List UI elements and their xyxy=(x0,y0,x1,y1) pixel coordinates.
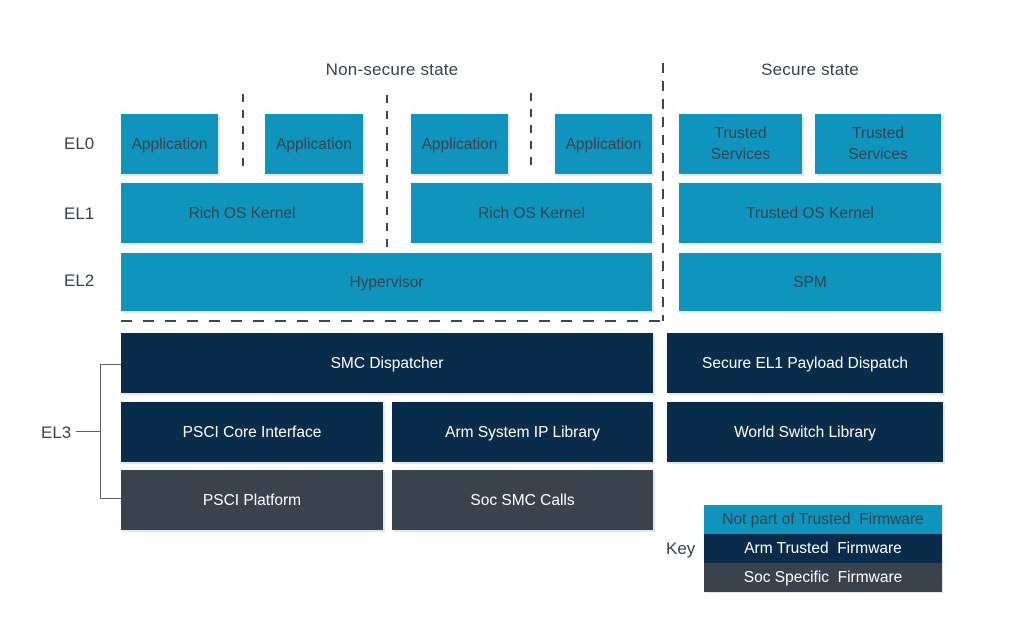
secure-el1-payload-dispatch-box: Secure EL1 Payload Dispatch xyxy=(667,333,943,393)
el3-bracket-vertical-line xyxy=(100,364,101,499)
arm-system-ip-library-box: Arm System IP Library xyxy=(392,402,653,462)
smc-dispatcher-box: SMC Dispatcher xyxy=(121,333,653,393)
dashed-divider-apps-3-4 xyxy=(530,93,532,172)
rich-os-kernel-box-2: Rich OS Kernel xyxy=(411,183,652,243)
trusted-services-box-1: Trusted Services xyxy=(679,114,802,174)
hypervisor-box: Hypervisor xyxy=(121,253,652,311)
el0-label: EL0 xyxy=(64,134,95,153)
application-box-2: Application xyxy=(265,114,363,174)
trusted-services-box-2: Trusted Services xyxy=(815,114,941,174)
key-item-arm-trusted-firmware: Arm Trusted Firmware xyxy=(704,534,942,563)
key-item-soc-specific-firmware: Soc Specific Firmware xyxy=(704,563,942,592)
spm-box: SPM xyxy=(679,253,941,311)
trusted-os-kernel-box: Trusted OS Kernel xyxy=(679,183,941,243)
el1-label: EL1 xyxy=(64,204,95,223)
el3-bracket-top-stub xyxy=(100,364,122,365)
dashed-separator-secure-nonsecure xyxy=(662,63,664,321)
application-box-1: Application xyxy=(121,114,218,174)
application-box-3: Application xyxy=(411,114,508,174)
soc-smc-calls-box: Soc SMC Calls xyxy=(392,470,653,530)
dashed-divider-apps-1-2 xyxy=(242,94,244,172)
non-secure-state-title: Non-secure state xyxy=(325,60,459,79)
el2-label: EL2 xyxy=(64,271,95,290)
dashed-separator-el2-el3 xyxy=(121,320,664,322)
el3-bracket-bottom-stub xyxy=(100,498,122,499)
psci-platform-box: PSCI Platform xyxy=(121,470,383,530)
el3-label: EL3 xyxy=(41,423,72,442)
key-legend: Not part of Trusted Firmware Arm Trusted… xyxy=(704,505,942,592)
key-label: Key xyxy=(666,539,696,558)
world-switch-library-box: World Switch Library xyxy=(667,402,943,462)
psci-core-interface-box: PSCI Core Interface xyxy=(121,402,383,462)
rich-os-kernel-box-1: Rich OS Kernel xyxy=(121,183,363,243)
dashed-divider-kernel-groups xyxy=(386,95,388,253)
application-box-4: Application xyxy=(555,114,652,174)
secure-state-title: Secure state xyxy=(761,60,859,79)
el3-bracket-label-line xyxy=(76,431,101,432)
key-item-not-part-of-trusted-firmware: Not part of Trusted Firmware xyxy=(704,505,942,534)
